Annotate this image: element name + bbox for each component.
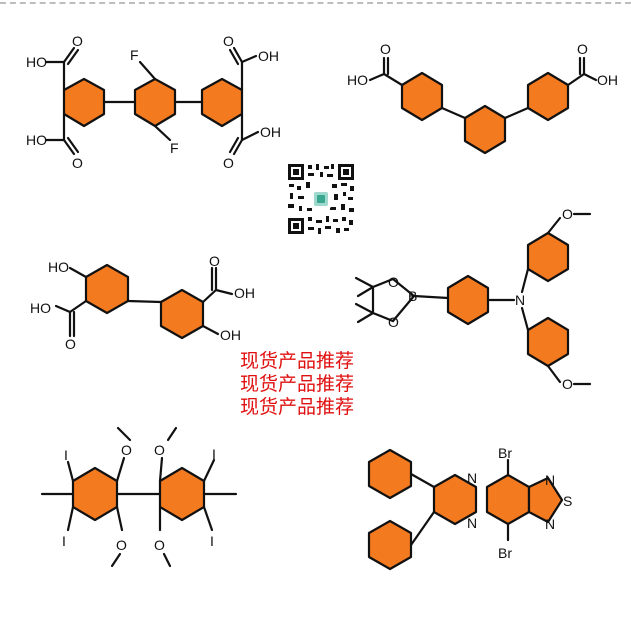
- molecule-biphenyl-diol-diacid: HO HO OH OH O O: [30, 253, 255, 352]
- qr-code-icon: [286, 162, 356, 236]
- molecule-thiadiazolo-quinoxaline: N N N N S Br Br: [367, 445, 572, 571]
- atom-label: O: [562, 376, 573, 392]
- atom-label: S: [563, 493, 572, 509]
- atom-label: O: [388, 314, 399, 330]
- atom-label: O: [388, 274, 399, 290]
- atom-label: HO: [48, 259, 69, 275]
- atom-label: O: [562, 206, 573, 222]
- atom-label: OH: [597, 72, 618, 88]
- atom-label: O: [154, 442, 165, 458]
- molecule-terphenyl-tetraacid: HO HO OH OH O O O O F F: [26, 33, 281, 171]
- atom-label: I: [212, 446, 216, 462]
- atom-label: O: [121, 442, 132, 458]
- atom-label: OH: [260, 124, 281, 140]
- atom-label: HO: [347, 72, 368, 88]
- promo-line: 现货产品推荐: [239, 396, 354, 418]
- molecule-terphenyl-diacid: HO OH O O: [347, 41, 618, 155]
- atom-label: I: [62, 533, 66, 549]
- atom-label: OH: [234, 285, 255, 301]
- atom-label: N: [545, 472, 555, 488]
- promo-line: 现货产品推荐: [239, 373, 354, 395]
- atom-label: N: [467, 470, 477, 486]
- atom-label: Br: [498, 445, 512, 461]
- atom-label: O: [380, 41, 391, 57]
- molecule-tetraiodo-biphenyl: I I I I O O O O: [40, 426, 238, 568]
- promo-line: 现货产品推荐: [239, 350, 354, 372]
- atom-label: O: [209, 253, 220, 269]
- atom-label: O: [154, 537, 165, 553]
- atom-label: O: [72, 155, 83, 171]
- atom-label: O: [223, 155, 234, 171]
- molecule-bpin-triarylamine: B O O N O O: [354, 206, 592, 392]
- atom-label: F: [170, 140, 179, 156]
- atom-label: N: [467, 515, 477, 531]
- atom-label: I: [64, 447, 68, 463]
- atom-label: I: [210, 533, 214, 549]
- atom-label: OH: [258, 48, 279, 64]
- atom-label: B: [408, 288, 417, 304]
- atom-label: O: [65, 336, 76, 352]
- top-dashed-border: [0, 2, 631, 4]
- atom-label: N: [545, 516, 555, 532]
- atom-label: HO: [26, 132, 47, 148]
- atom-label: HO: [30, 300, 51, 316]
- atom-label: Br: [498, 545, 512, 561]
- atom-label: OH: [220, 327, 241, 343]
- atom-label: O: [72, 33, 83, 49]
- promo-text-block: 现货产品推荐 现货产品推荐 现货产品推荐: [222, 350, 372, 419]
- atom-label: O: [116, 537, 127, 553]
- atom-label: N: [515, 292, 525, 308]
- atom-label: HO: [26, 54, 47, 70]
- atom-label: O: [577, 41, 588, 57]
- atom-label: F: [130, 47, 139, 63]
- atom-label: O: [223, 33, 234, 49]
